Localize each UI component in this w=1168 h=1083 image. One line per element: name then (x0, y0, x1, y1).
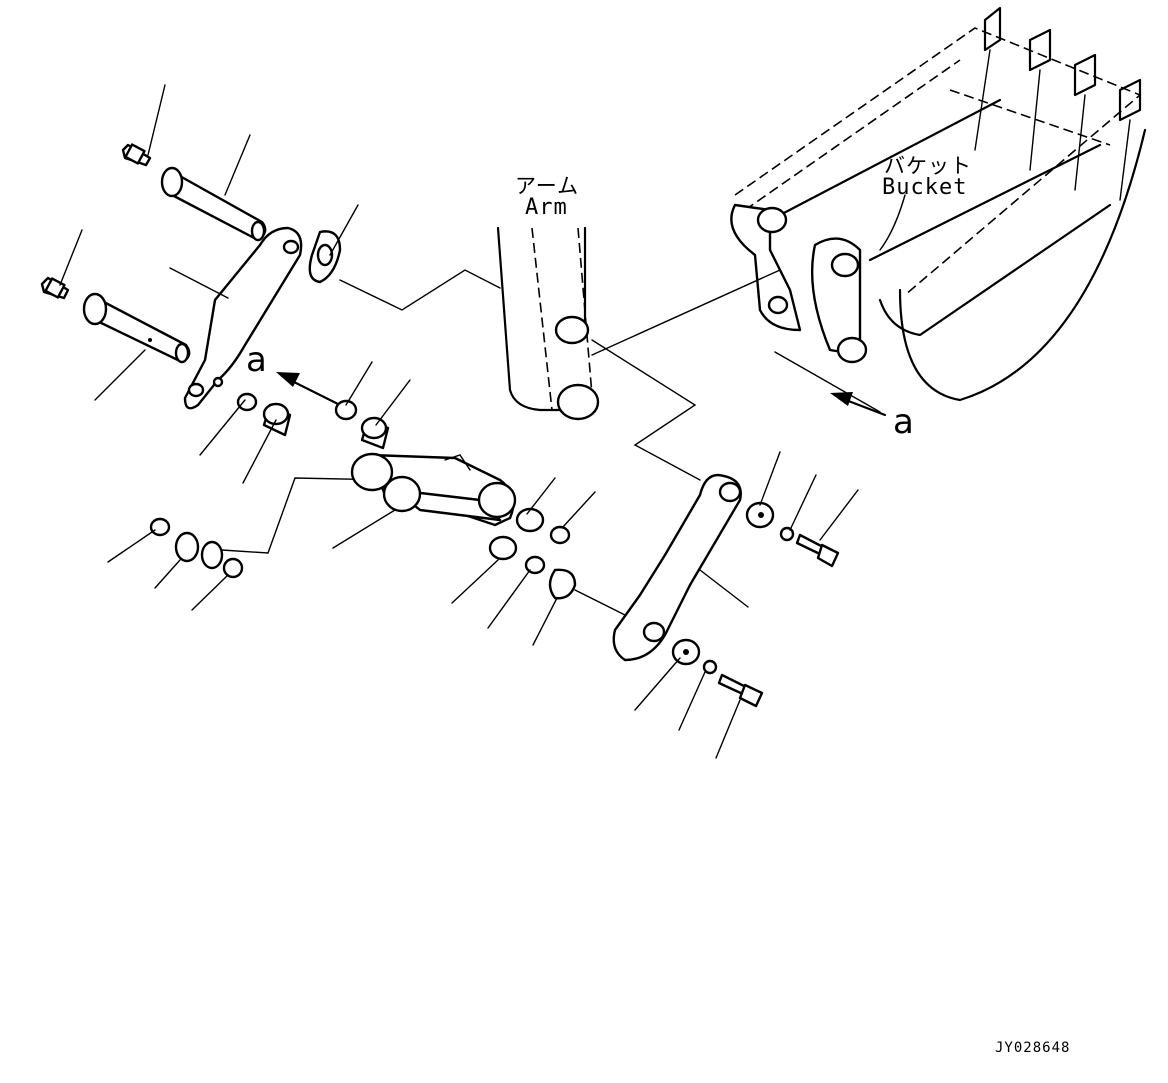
leader-lines (59, 84, 859, 759)
bushing-left-upper (262, 402, 292, 437)
arm-label-jp: アーム (515, 174, 580, 198)
seals (149, 392, 571, 579)
pin-upper (160, 166, 267, 242)
arm (496, 226, 600, 421)
bucket-leader (879, 194, 906, 251)
link-plate-right (612, 473, 742, 662)
arm-boss-upper (554, 315, 590, 345)
main-link (350, 452, 517, 527)
grease-fitting-upper (121, 143, 152, 167)
arm-boss-lower (556, 383, 600, 421)
bucket-label-en: Bucket (882, 175, 968, 200)
bucket-label-jp: バケット (884, 154, 972, 178)
view-a-label-right: a (893, 402, 914, 442)
bushing-center-upper (360, 416, 390, 450)
pin-lower (82, 292, 191, 364)
bucket (730, 6, 1147, 402)
connection-lines (221, 269, 781, 616)
view-a-label-top: a (246, 340, 267, 380)
bushing-right-upper (515, 507, 545, 533)
bushing-right-lower (488, 535, 518, 561)
bolt-lower (717, 673, 764, 708)
arm-label-en: Arm (525, 195, 568, 220)
view-a-arrows (276, 351, 887, 417)
shims (174, 230, 577, 600)
drawing-id: JY028648 (995, 1040, 1071, 1056)
bolt-upper (795, 533, 840, 568)
grease-fitting-lower (40, 276, 70, 300)
link-plate-left (183, 226, 303, 410)
